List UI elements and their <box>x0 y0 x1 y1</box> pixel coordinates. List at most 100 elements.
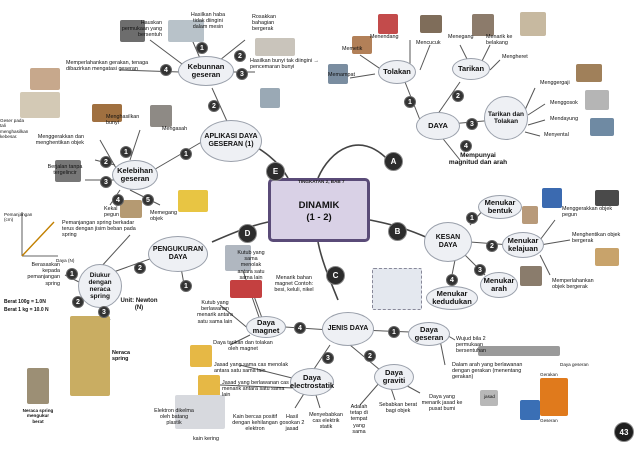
node-kebunnan: Kebunnan geseran <box>178 56 234 86</box>
branch-d-badge: D <box>238 224 257 243</box>
num-b-4: 4 <box>446 274 458 286</box>
charged-ball-image <box>190 345 212 367</box>
earth-image <box>520 400 540 420</box>
num-a-4: 4 <box>460 140 472 152</box>
label-daya-geseran: Daya geseran <box>560 362 589 367</box>
label-hasilkan-haba: Hasilkan haba tidak diingini dalam mesin <box>190 12 226 31</box>
label-menggerakkan: Menggerakkan dan menghentikan objek <box>35 134 84 147</box>
num-a-1: 1 <box>404 96 416 108</box>
poke-image <box>420 15 442 33</box>
label-berat-100g: Berat 100g = 1.0N <box>4 299 46 305</box>
block-image <box>120 200 142 218</box>
label-memampat: Memampat <box>328 72 355 78</box>
label-mempunyai: Mempunyai magnitud dan arah <box>448 152 508 167</box>
label-adalah-tetap: Adalah tetap di tempat yang sama <box>350 404 368 435</box>
num-k-4: 4 <box>160 64 172 76</box>
label-daya-tarikan: Daya tarikan dan tolakan oleh magnet <box>213 340 273 353</box>
grinder-image <box>150 105 172 127</box>
extension-graph <box>21 212 58 257</box>
num-n-1: 1 <box>66 268 78 280</box>
num-b-1: 1 <box>466 212 478 224</box>
node-tolakan: Tolakan <box>378 60 416 84</box>
num-d-2: 2 <box>134 262 146 274</box>
node-aplikasi: APLIKASI DAYA GESERAN (1) <box>200 120 262 162</box>
clay-image <box>522 206 538 224</box>
label-menghasilkan-bunyi: Menghasilkan bunyi <box>106 114 140 127</box>
car-image <box>595 190 619 206</box>
label-kain-kering: kain kering <box>192 436 220 442</box>
num-c-1: 1 <box>388 326 400 338</box>
label-gerakan: Gerakan <box>540 372 558 377</box>
label-hasil-gosokan: Hasil gosokan 2 jasad <box>279 414 305 433</box>
violin-image <box>92 104 122 122</box>
friction-block-image <box>540 378 568 416</box>
label-kutub-berlawanan: Kutub yang berlawanan menarik antara sat… <box>197 300 233 325</box>
football-image <box>542 188 562 208</box>
node-diukur: Diukur dengan neraca spring <box>78 264 122 308</box>
num-k-3: 3 <box>236 68 248 80</box>
label-geser-pada: Geser pada tali menghasilkan kebesar. <box>0 118 29 139</box>
label-mengheret: Mengheret <box>502 54 528 60</box>
node-daya: DAYA <box>416 112 460 140</box>
branch-a-badge: A <box>384 152 403 171</box>
label-memperlahankan-gerakan: Memperlahankan gerakan, tenaga dibazirka… <box>66 60 149 73</box>
bar-magnet-image <box>230 280 262 298</box>
label-menegang: Menegang <box>448 34 474 40</box>
label-menarik-bahan: Menarik bahan magnet Contoh: besi, kelul… <box>274 275 314 294</box>
label-geseran: Geseran <box>540 418 558 423</box>
node-daya-geseran: Daya geseran <box>408 322 450 346</box>
label-kain-bercas: Kain bercas positif dengan kehilangan el… <box>232 414 278 433</box>
label-berat-1kg: Berat 1 kg = 10.0 N <box>4 307 49 313</box>
weight-image <box>480 390 498 406</box>
tyre-image <box>120 20 145 42</box>
label-pemanjangan-spring: Pemanjangan spring berkadar terus dengan… <box>62 220 136 239</box>
label-menyental: Menyental <box>544 132 569 138</box>
center-title-main: DINAMIK <box>298 200 340 211</box>
label-objek-bila: Wujud bila 2 permukaan bersentuhan <box>456 336 486 355</box>
label-daya-n: Daya (N) <box>56 258 75 263</box>
center-box <box>268 178 370 242</box>
label-berasaskan: Berasaskan kepada pemanjangan spring <box>27 262 60 287</box>
compress-image <box>328 64 348 84</box>
scrub-image <box>585 90 609 110</box>
num-k-2: 2 <box>234 50 246 62</box>
label-berjalan: Berjalan tanpa tergelincir <box>47 164 83 177</box>
label-kekal-pegun: Kekal pegun <box>104 206 119 219</box>
gear-image <box>255 38 295 56</box>
node-menukar-kelajuan: Menukar kelajuan <box>502 232 544 258</box>
center-title-sub: (1 - 2) <box>306 211 332 223</box>
label-menggerakkan-objek: Menggerakkan objek pegun <box>562 206 613 219</box>
node-pengukuran: PENGUKURAN DAYA <box>148 236 208 272</box>
label-menarik-ke-belakang: Menarik ke belakang <box>486 34 513 47</box>
pull-back-image <box>520 12 546 36</box>
rope-image <box>20 92 60 118</box>
node-kelebihan: Kelebihan geseran <box>112 160 158 190</box>
label-menggosok: Menggosok <box>550 100 578 106</box>
num-l-3: 3 <box>100 176 112 188</box>
hook-balance-image <box>27 368 49 404</box>
surface-image <box>478 346 560 356</box>
row-image <box>590 118 614 136</box>
label-mencucuk: Mencucuk <box>416 40 441 46</box>
stretch-image <box>472 14 494 36</box>
branch-b-badge: B <box>388 222 407 241</box>
node-daya-magnet: Daya magnet <box>246 316 286 338</box>
node-daya-elektro: Daya electrostatik <box>290 368 334 396</box>
rod-cloth-image <box>175 395 225 429</box>
num-n-2: 2 <box>72 296 84 308</box>
label-sebabkan-berat: Sebabkan berat bagi objek <box>378 402 418 415</box>
num-a-2: 2 <box>452 90 464 102</box>
label-haus-permukaan: Hauskan permukaan yang bersentuh <box>121 20 162 39</box>
num-l-5: 5 <box>142 194 154 206</box>
brake-image <box>520 266 542 286</box>
center-title: DINAMIK (1 - 2) <box>268 200 370 224</box>
shoe-image <box>55 160 81 182</box>
charged-ball-2-image <box>198 375 220 397</box>
num-l-2: 2 <box>100 156 112 168</box>
label-unit: Unit: Newton (N) <box>120 298 158 311</box>
node-jenis: JENIS DAYA <box>322 312 374 346</box>
num-c-3: 3 <box>322 352 334 364</box>
label-menyebabkan: Menyebabkan cas elektrik statik <box>309 412 343 431</box>
label-jasad-sama: Jasad yang sama cas menolak antara satu … <box>214 362 289 375</box>
hand-image <box>30 68 60 90</box>
